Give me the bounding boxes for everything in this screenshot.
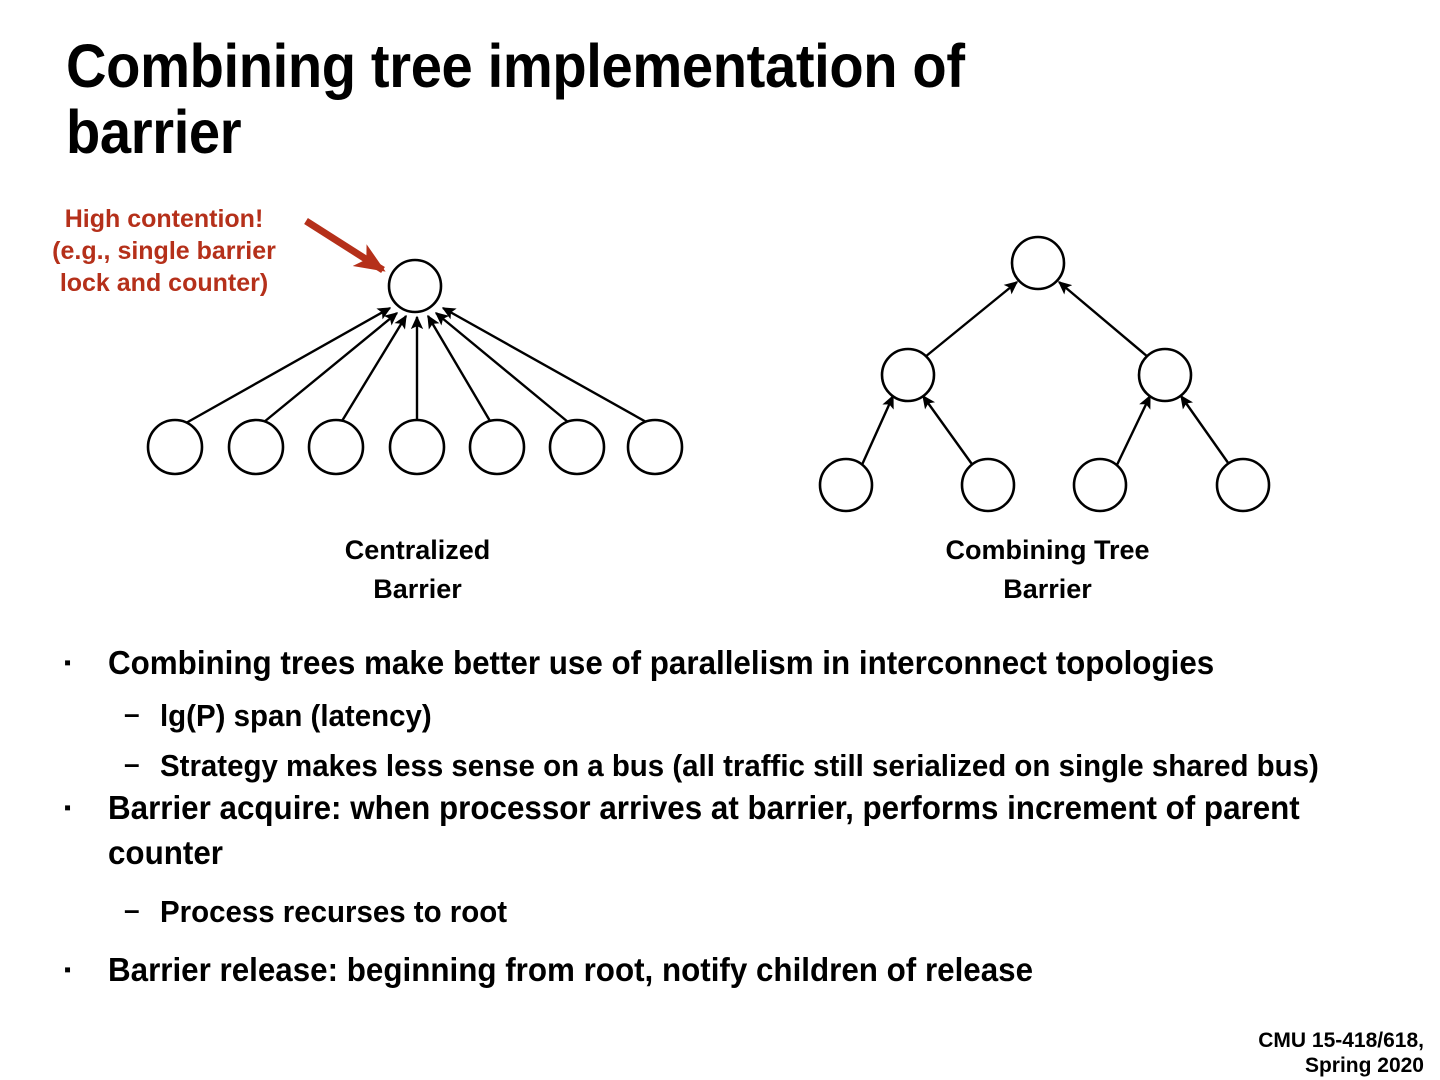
centralized-leaf-node — [146, 418, 204, 476]
bullet-marker-icon: ▪ — [64, 959, 72, 982]
list-item: – Strategy makes less sense on a bus (al… — [64, 745, 1394, 787]
high-contention-annotation: High contention! (e.g., single barrier l… — [52, 205, 276, 297]
centralized-leaf-node — [548, 418, 606, 476]
bullet-text: Strategy makes less sense on a bus (all … — [160, 747, 1319, 783]
combining-leaf-node — [818, 457, 874, 513]
bullet-marker-icon: – — [124, 698, 140, 730]
edge-leaf-7-to-root — [441, 306, 649, 425]
list-item: – Process recurses to root — [64, 891, 1394, 933]
combining-mid-nodes — [880, 347, 1193, 403]
bullet-marker-icon: ▪ — [64, 797, 72, 820]
list-item: – lg(P) span (latency) — [64, 695, 1394, 737]
combining-edges — [859, 281, 1232, 468]
list-item: ▪ Barrier acquire: when processor arrive… — [64, 786, 1394, 874]
red-pointer-arrow — [304, 218, 386, 273]
edge-leaf-6-to-root — [434, 312, 569, 423]
bullet-marker-icon: – — [124, 747, 140, 779]
combining-leaf-nodes — [818, 457, 1271, 513]
combining-leaf-node — [1215, 457, 1271, 513]
bullet-text: Barrier release: beginning from root, no… — [108, 951, 1034, 989]
edge-leaf-2-to-root — [263, 312, 399, 423]
centralized-leaf-node — [626, 418, 684, 476]
centralized-leaf-node — [468, 418, 526, 476]
centralized-barrier-caption: Centralized Barrier — [344, 535, 491, 605]
centralized-leaf-nodes — [146, 418, 684, 476]
edge-mid-right-to-root — [1057, 281, 1149, 358]
centralized-edges — [185, 306, 649, 425]
bullet-marker-icon: – — [124, 893, 140, 925]
centralized-root-node — [387, 258, 443, 314]
centralized-leaf-node — [307, 418, 365, 476]
edge-leaf-4-to-mid-right — [1180, 394, 1232, 468]
edge-leaf-5-to-root — [426, 314, 492, 422]
bullet-text: Combining trees make better use of paral… — [108, 644, 1215, 681]
bullet-marker-icon: ▪ — [64, 652, 72, 674]
combining-leaf-node — [960, 457, 1016, 513]
edge-leaf-1-to-mid-left — [859, 394, 895, 468]
bullet-text: lg(P) span (latency) — [160, 698, 432, 734]
edge-leaf-2-to-mid-left — [922, 394, 975, 468]
edge-mid-left-to-root — [924, 281, 1019, 358]
edge-leaf-3-to-mid-right — [1114, 394, 1152, 468]
centralized-leaf-node — [227, 418, 285, 476]
combining-leaf-node — [1072, 457, 1128, 513]
combining-mid-node — [880, 347, 936, 403]
combining-tree-diagram — [818, 235, 1271, 513]
page-title: Combining tree implementation of barrier — [66, 32, 965, 166]
centralized-leaf-node — [388, 418, 446, 476]
edge-leaf-3-to-root — [340, 314, 408, 422]
course-footer: CMU 15-418/618, Spring 2020 — [1258, 1028, 1424, 1077]
combining-tree-barrier-caption: Combining Tree Barrier — [945, 535, 1150, 605]
combining-root-node — [1010, 235, 1066, 291]
list-item: ▪ Barrier release: beginning from root, … — [64, 948, 1394, 992]
list-item: ▪ Combining trees make better use of par… — [64, 641, 1394, 685]
edge-leaf-1-to-root — [185, 306, 392, 425]
combining-mid-node — [1137, 347, 1193, 403]
bullet-text: Process recurses to root — [160, 893, 508, 929]
bullet-text: Barrier acquire: when processor arrives … — [108, 789, 1300, 871]
bullet-list: ▪ Combining trees make better use of par… — [64, 641, 1394, 992]
